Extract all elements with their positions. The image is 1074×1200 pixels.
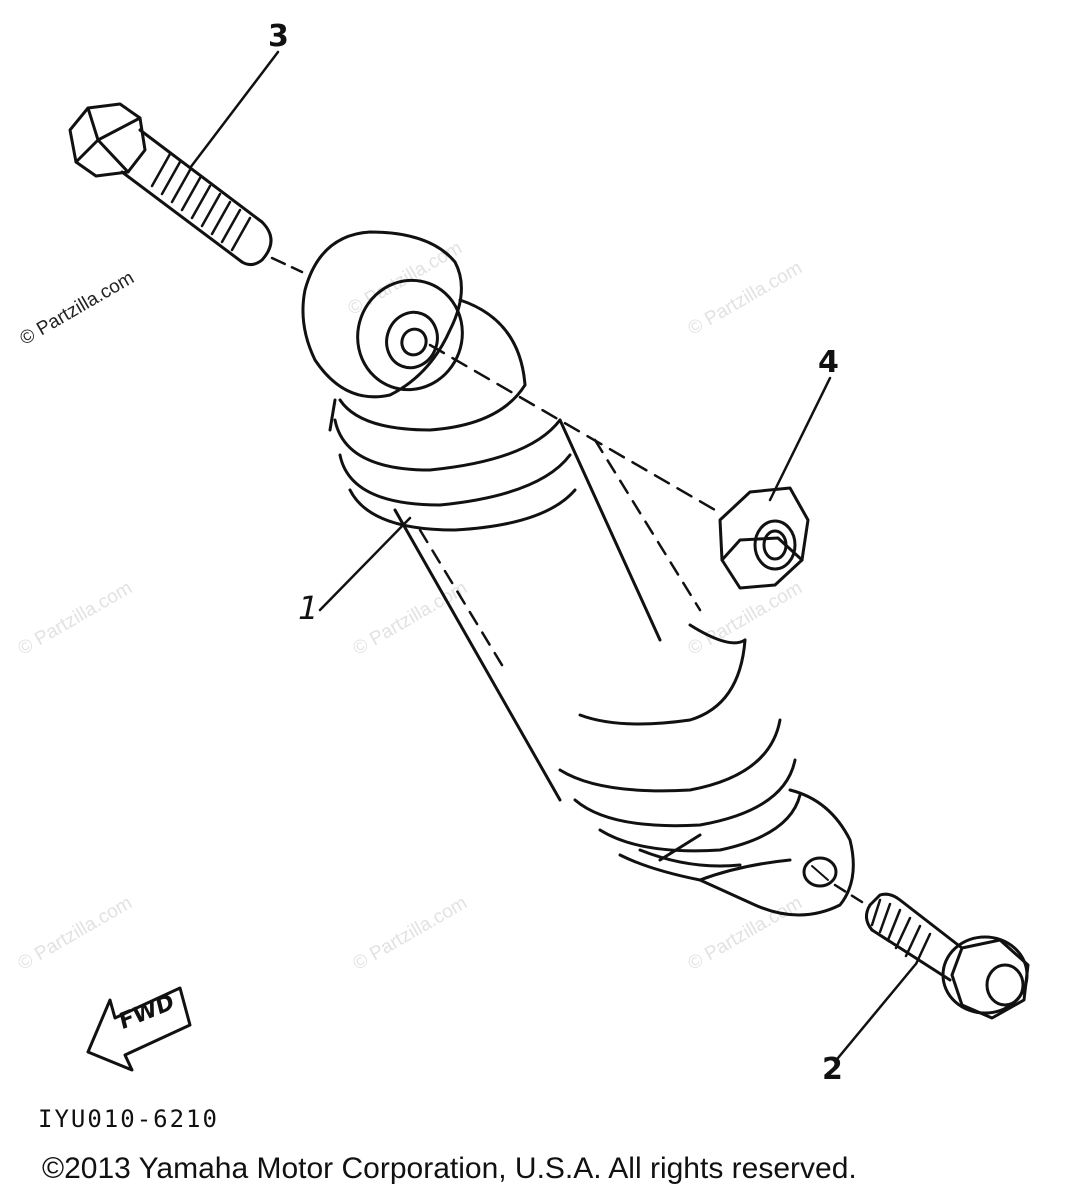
lower-bolt xyxy=(865,892,1030,1020)
upper-bolt xyxy=(68,102,273,267)
fwd-arrow xyxy=(86,986,192,1072)
callout-3: 3 xyxy=(268,19,289,54)
callout-2: 2 xyxy=(822,1052,843,1087)
callout-4: 4 xyxy=(818,345,839,380)
copyright-notice: ©2013 Yamaha Motor Corporation, U.S.A. A… xyxy=(42,1152,857,1185)
flange-nut xyxy=(718,486,810,590)
shock-absorber xyxy=(301,230,855,917)
drawing-code: IYU010-6210 xyxy=(38,1105,219,1133)
